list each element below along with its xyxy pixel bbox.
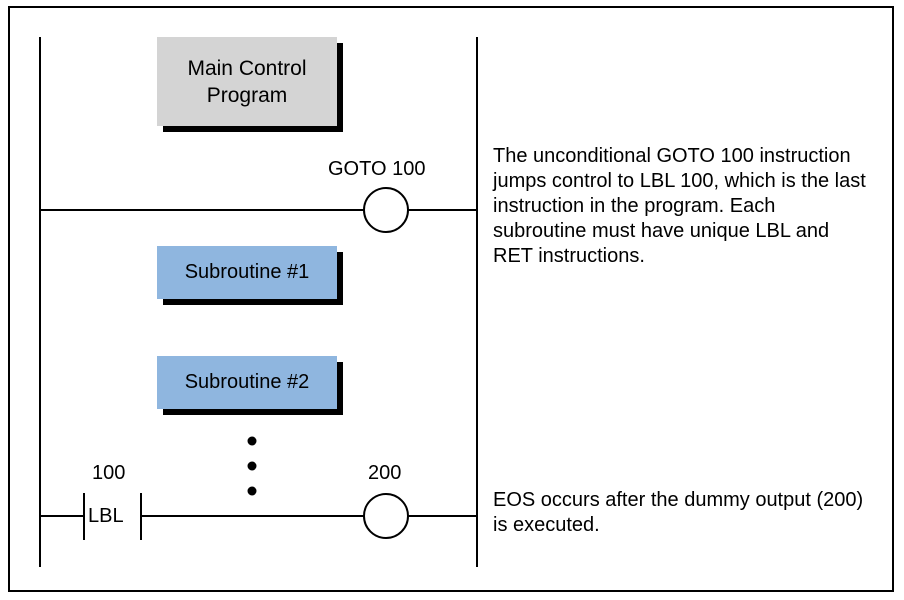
goto-explanation: The unconditional GOTO 100 instruction j… — [493, 145, 866, 267]
subroutine-1-label: Subroutine #1 — [184, 261, 310, 283]
goto-label: GOTO 100 — [328, 158, 426, 180]
lbl-text: LBL — [88, 505, 124, 527]
subroutine-1-box: Subroutine #1 — [157, 246, 337, 299]
subroutine-2-label: Subroutine #2 — [184, 371, 310, 393]
main-control-program-box: Main Control Program — [157, 37, 337, 126]
output-number: 200 — [368, 462, 402, 484]
lbl-number: 100 — [92, 462, 126, 484]
subroutine-2-box: Subroutine #2 — [157, 356, 337, 409]
output-coil — [363, 493, 409, 539]
goto-coil — [363, 187, 409, 233]
continuation-dot — [247, 461, 257, 471]
continuation-dot — [247, 436, 257, 446]
diagram-frame — [8, 6, 894, 592]
main-box-line2: Program — [206, 83, 288, 107]
eos-explanation: EOS occurs after the dummy output (200) … — [493, 489, 864, 536]
main-box-line1: Main Control — [187, 56, 307, 80]
continuation-dot — [247, 486, 257, 496]
